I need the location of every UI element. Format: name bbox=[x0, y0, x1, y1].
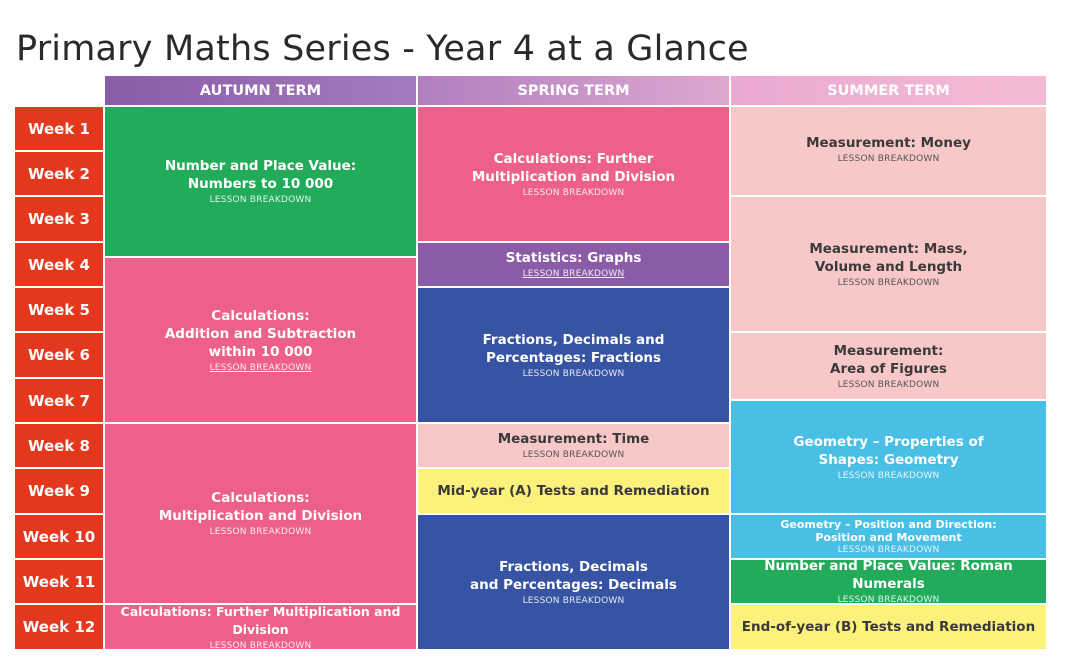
week-label-4: Week 4 bbox=[15, 243, 103, 286]
week-label-1: Week 1 bbox=[15, 107, 103, 150]
spring-block-further-multiplication[interactable]: Calculations: Further Multiplication and… bbox=[418, 107, 729, 241]
week-label-8: Week 8 bbox=[15, 424, 103, 467]
summer-block-end-of-year-tests[interactable]: End-of-year (B) Tests and Remediation bbox=[731, 605, 1046, 649]
week-label-9: Week 9 bbox=[15, 469, 103, 513]
header-summer-term: SUMMER TERM bbox=[731, 76, 1046, 105]
block-title: Measurement: Money bbox=[806, 135, 971, 151]
week-label-12: Week 12 bbox=[15, 605, 103, 649]
lesson-breakdown-link[interactable]: LESSON BREAKDOWN bbox=[209, 195, 312, 205]
lesson-breakdown-link[interactable]: LESSON BREAKDOWN bbox=[837, 470, 940, 481]
block-title: Statistics: Graphs bbox=[505, 250, 642, 266]
block-title: Geometry – Position and Direction: Posit… bbox=[780, 518, 997, 544]
week-label-2: Week 2 bbox=[15, 152, 103, 195]
lesson-breakdown-link[interactable]: LESSON BREAKDOWN bbox=[837, 595, 940, 605]
spring-block-statistics-graphs[interactable]: Statistics: Graphs LESSON BREAKDOWN bbox=[418, 243, 729, 286]
week-label-6: Week 6 bbox=[15, 333, 103, 377]
lesson-breakdown-link[interactable]: LESSON BREAKDOWN bbox=[522, 595, 625, 606]
summer-block-area[interactable]: Measurement: Area of Figures LESSON BREA… bbox=[731, 333, 1046, 399]
header-spring-term: SPRING TERM bbox=[418, 76, 729, 105]
lesson-breakdown-link[interactable]: LESSON BREAKDOWN bbox=[209, 640, 312, 651]
block-title: Mid-year (A) Tests and Remediation bbox=[437, 483, 710, 499]
lesson-breakdown-link[interactable]: LESSON BREAKDOWN bbox=[522, 368, 625, 379]
week-label-7: Week 7 bbox=[15, 379, 103, 422]
block-title: Measurement: Time bbox=[497, 431, 650, 447]
spring-block-mid-year-tests[interactable]: Mid-year (A) Tests and Remediation bbox=[418, 469, 729, 513]
block-title: Measurement: Mass, Volume and Length bbox=[809, 240, 968, 275]
summer-block-mass-volume-length[interactable]: Measurement: Mass, Volume and Length LES… bbox=[731, 197, 1046, 331]
lesson-breakdown-link[interactable]: LESSON BREAKDOWN bbox=[837, 277, 940, 288]
week-label-3: Week 3 bbox=[15, 197, 103, 241]
block-title: Fractions, Decimals and Percentages: Fra… bbox=[482, 331, 665, 366]
spring-block-fractions[interactable]: Fractions, Decimals and Percentages: Fra… bbox=[418, 288, 729, 422]
summer-block-roman-numerals[interactable]: Number and Place Value: Roman Numerals L… bbox=[731, 558, 1046, 605]
lesson-breakdown-link[interactable]: LESSON BREAKDOWN bbox=[209, 362, 312, 373]
block-title: Calculations: Further Multiplication and… bbox=[120, 603, 401, 637]
autumn-block-addition-subtraction[interactable]: Calculations: Addition and Subtraction w… bbox=[105, 258, 416, 422]
lesson-breakdown-link[interactable]: LESSON BREAKDOWN bbox=[837, 545, 940, 555]
spring-block-decimals[interactable]: Fractions, Decimals and Percentages: Dec… bbox=[418, 515, 729, 649]
autumn-block-multiplication-division[interactable]: Calculations: Multiplication and Divisio… bbox=[105, 424, 416, 603]
lesson-breakdown-link[interactable]: LESSON BREAKDOWN bbox=[522, 450, 625, 460]
autumn-block-number-place-value[interactable]: Number and Place Value: Numbers to 10 00… bbox=[105, 107, 416, 256]
header-autumn-term: AUTUMN TERM bbox=[105, 76, 416, 105]
lesson-breakdown-link[interactable]: LESSON BREAKDOWN bbox=[209, 527, 312, 537]
block-title: Calculations: Further Multiplication and… bbox=[471, 150, 676, 185]
summer-block-geometry-shapes[interactable]: Geometry – Properties of Shapes: Geometr… bbox=[731, 401, 1046, 513]
block-title: Calculations: Addition and Subtraction w… bbox=[164, 307, 357, 360]
summer-block-money[interactable]: Measurement: Money LESSON BREAKDOWN bbox=[731, 107, 1046, 195]
page-title: Primary Maths Series - Year 4 at a Glanc… bbox=[16, 29, 749, 70]
week-label-10: Week 10 bbox=[15, 515, 103, 558]
block-title: Fractions, Decimals and Percentages: Dec… bbox=[470, 558, 677, 593]
lesson-breakdown-link[interactable]: LESSON BREAKDOWN bbox=[522, 187, 625, 198]
block-title: Number and Place Value: Numbers to 10 00… bbox=[164, 158, 357, 192]
week-label-11: Week 11 bbox=[15, 560, 103, 603]
lesson-breakdown-link[interactable]: LESSON BREAKDOWN bbox=[522, 269, 625, 279]
lesson-breakdown-link[interactable]: LESSON BREAKDOWN bbox=[837, 154, 940, 164]
week-label-5: Week 5 bbox=[15, 288, 103, 331]
block-title: Geometry – Properties of Shapes: Geometr… bbox=[793, 433, 984, 468]
spring-block-measurement-time[interactable]: Measurement: Time LESSON BREAKDOWN bbox=[418, 424, 729, 467]
block-title: Calculations: Multiplication and Divisio… bbox=[158, 490, 363, 524]
block-title: End-of-year (B) Tests and Remediation bbox=[741, 619, 1036, 635]
summer-block-position-movement[interactable]: Geometry – Position and Direction: Posit… bbox=[731, 515, 1046, 558]
block-title: Measurement: Area of Figures bbox=[830, 342, 947, 377]
autumn-block-further-multiplication[interactable]: Calculations: Further Multiplication and… bbox=[105, 603, 416, 651]
lesson-breakdown-link[interactable]: LESSON BREAKDOWN bbox=[837, 379, 940, 390]
block-title: Number and Place Value: Roman Numerals bbox=[764, 558, 1013, 592]
